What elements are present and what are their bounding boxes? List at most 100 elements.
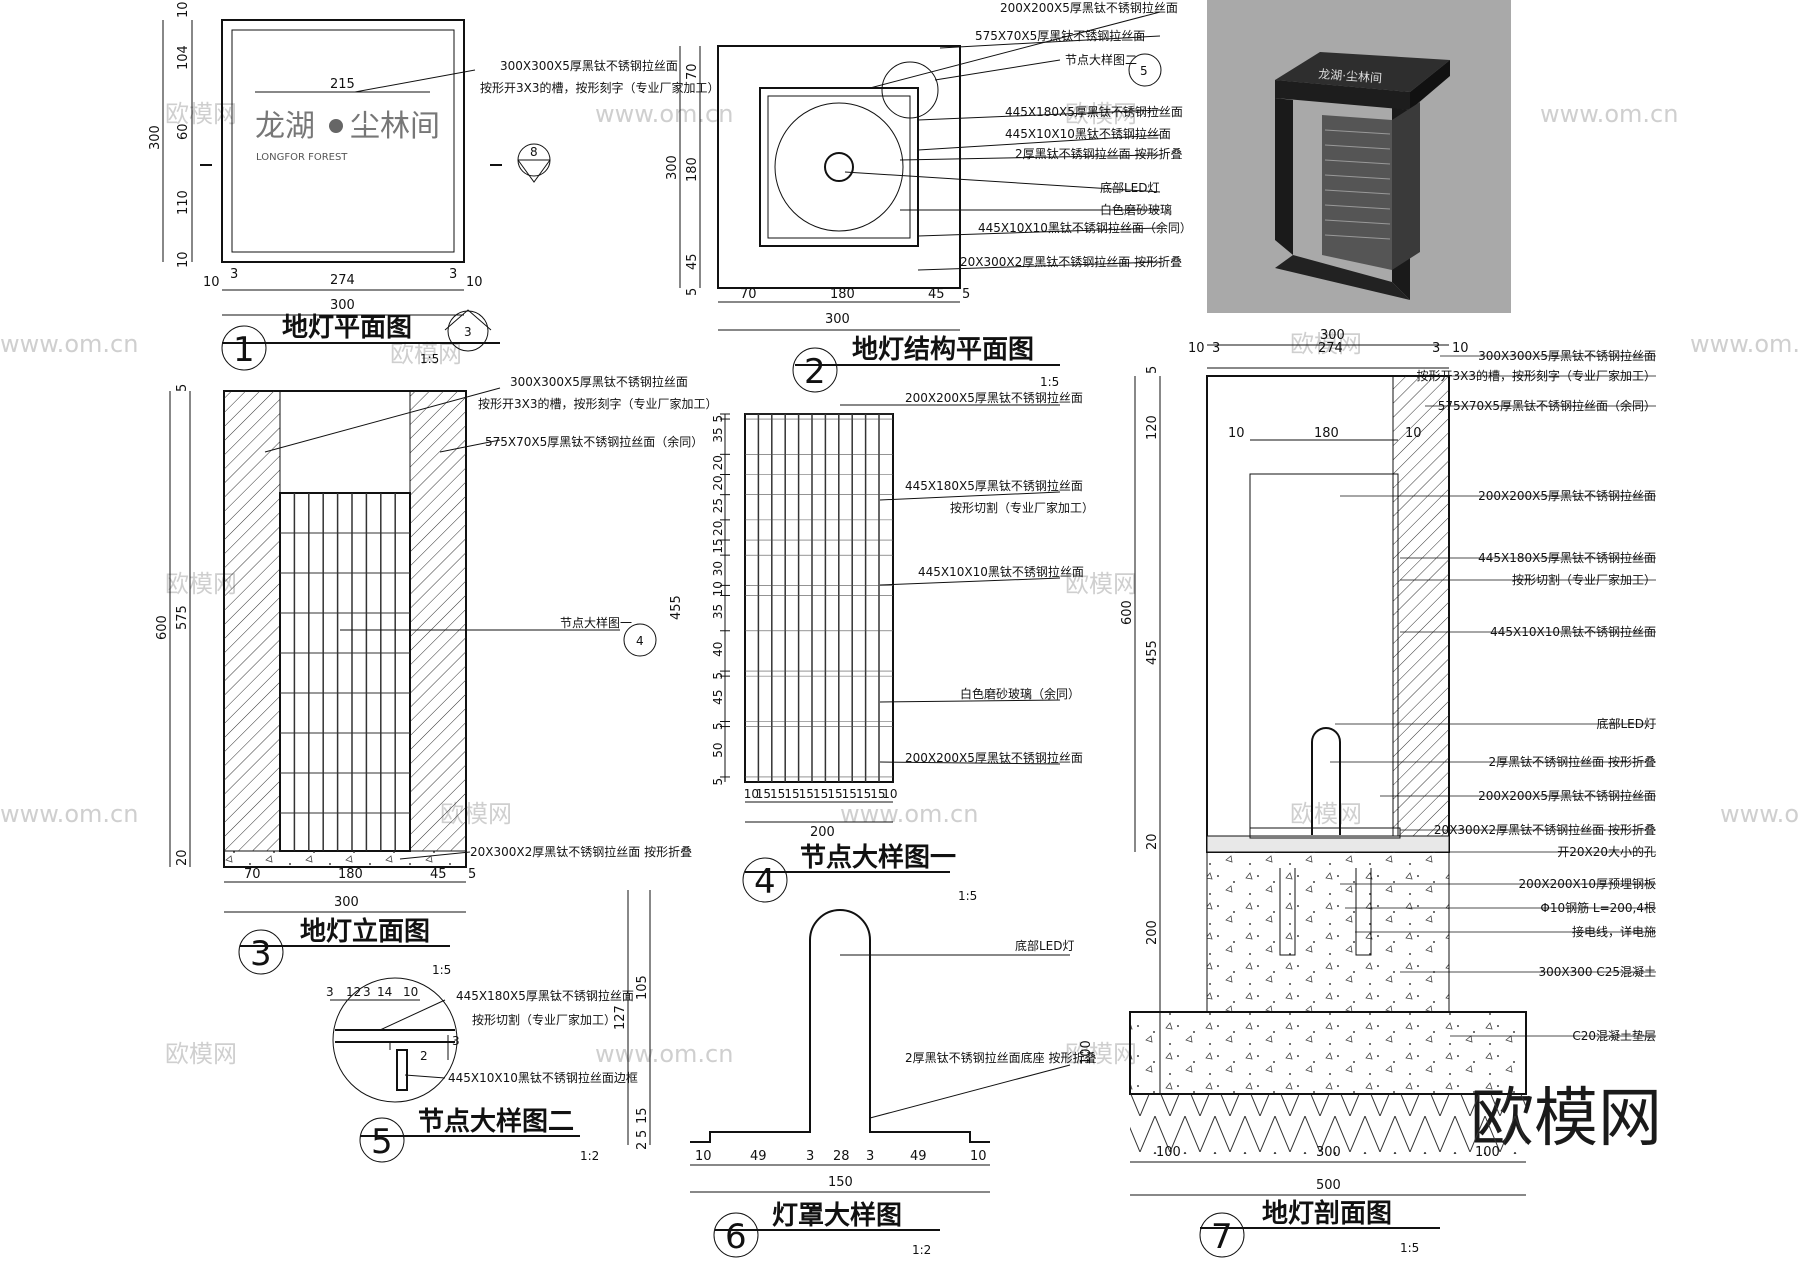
watermark-brand: 欧模网 <box>390 340 462 368</box>
dim-d7-in-2: 180 <box>1314 426 1339 441</box>
dim-d4-h-11: 10 <box>882 787 897 801</box>
dim-d6-h-1: 10 <box>695 1149 712 1164</box>
label-d2-8: 白色磨砂玻璃 <box>1100 202 1172 217</box>
dim-d5-3: 3 <box>363 985 371 999</box>
dim-d6-h-3: 3 <box>806 1149 814 1164</box>
dim-d5-2: 12 <box>346 985 361 999</box>
drawing-title: 地灯平面图 <box>282 313 412 343</box>
label-d4-6: 200X200X5厚黑钛不锈钢拉丝面 <box>905 750 1083 765</box>
drawing-scale: 1:5 <box>420 352 439 366</box>
label-d2-5: 445X10X10黑钛不锈钢拉丝面 <box>1005 126 1171 141</box>
dim-d4-h-5: 15 <box>799 787 814 801</box>
watermark-brand: 欧模网 <box>165 100 237 128</box>
drawing-title: 节点大样图二 <box>418 1106 574 1137</box>
dim-plan-h-5: 10 <box>466 275 483 290</box>
drawing-scale: 1:5 <box>1040 375 1059 389</box>
watermark-brand: 欧模网 <box>1290 330 1362 358</box>
dim-d4-v-13: 45 <box>711 690 725 705</box>
label-d2-6: 2厚黑钛不锈钢拉丝面 按形折叠 <box>1015 146 1182 161</box>
dim-d4-h-4: 15 <box>784 787 799 801</box>
drawing-number-circle <box>221 325 267 371</box>
label-d7-5: 445X180X5厚黑钛不锈钢拉丝面 <box>1478 550 1656 565</box>
dim-d2-v-4: 5 <box>685 288 700 296</box>
label-d3-3: 575X70X5厚黑钛不锈钢拉丝面（余同） <box>485 434 703 449</box>
dim-plan-h-3: 274 <box>330 273 355 288</box>
label-d7-14: Φ10钢筋 L=200,4根 <box>1540 900 1656 915</box>
watermarks: 欧模网 www.om.cn 欧模网 www.om.cn www.om.cn 欧模… <box>0 100 1800 1156</box>
label-d4-4: 445X10X10黑钛不锈钢拉丝面 <box>918 564 1084 579</box>
drawing-number: 7 <box>1211 1217 1233 1257</box>
dim-d2-v-3: 45 <box>685 253 700 270</box>
logo-mark <box>329 119 343 133</box>
dim-d3-v-total: 600 <box>155 615 170 640</box>
label-d5-1: 445X180X5厚黑钛不锈钢拉丝面 <box>456 988 634 1003</box>
dim-d6-h-2: 49 <box>750 1149 767 1164</box>
drawing-title: 节点大样图一 <box>800 842 956 873</box>
dim-d7-top-5: 10 <box>1452 341 1469 356</box>
drawing-4-detail-one: 200X200X5厚黑钛不锈钢拉丝面 445X180X5厚黑钛不锈钢拉丝面 按形… <box>669 390 1094 903</box>
label-d7-15: 接电线，详电施 <box>1572 924 1656 939</box>
label-d7-11: 20X300X2厚黑钛不锈钢拉丝面 按形折叠 <box>1434 822 1656 837</box>
drawing-7-section: 300X300X5厚黑钛不锈钢拉丝面按形开3X3的槽，按形刻字（专业厂家加工）5… <box>1079 328 1657 1258</box>
label-d2-9: 445X10X10黑钛不锈钢拉丝面（余同） <box>978 220 1192 235</box>
dim-d7-top-4: 3 <box>1432 341 1440 356</box>
dim-d7-in-3: 10 <box>1405 426 1422 441</box>
watermark-site: www.om.cn <box>1690 330 1800 358</box>
dim-d4-v-10: 35 <box>711 604 725 619</box>
label-d7-13: 200X200X10厚预埋钢板 <box>1518 877 1656 891</box>
drawing-scale: 1:5 <box>958 889 977 903</box>
watermark-site: www.om.cn <box>0 330 138 358</box>
label-d4-2: 445X180X5厚黑钛不锈钢拉丝面 <box>905 478 1083 493</box>
drawing-scale: 1:2 <box>580 1149 599 1163</box>
label-d7-3: 575X70X5厚黑钛不锈钢拉丝面（余同） <box>1438 398 1656 413</box>
label-d3-1: 300X300X5厚黑钛不锈钢拉丝面 <box>510 374 688 389</box>
drawing-3-elevation: 300X300X5厚黑钛不锈钢拉丝面 按形开3X3的槽，按形刻字（专业厂家加工）… <box>155 374 718 977</box>
label-d3-5: 20X300X2厚黑钛不锈钢拉丝面 按形折叠 <box>470 844 692 859</box>
detail-ref-4: 4 <box>636 634 644 648</box>
watermark-brand: 欧模网 <box>165 1040 237 1068</box>
label-d2-4: 445X180X5厚黑钛不锈钢拉丝面 <box>1005 104 1183 119</box>
drawing-5-detail-two: 3 12 3 14 10 3 2 445X180X5厚黑钛不锈钢拉丝面 按形切割… <box>326 977 638 1163</box>
label-d2-3: 节点大样图二 <box>1065 52 1137 67</box>
label-d5-3: 445X10X10黑钛不锈钢拉丝面边框 <box>448 1070 638 1085</box>
label-d2-1: 200X200X5厚黑钛不锈钢拉丝面 <box>1000 0 1178 15</box>
detail-ref-5: 5 <box>1140 64 1148 78</box>
dim-text-width: 215 <box>330 77 355 92</box>
dim-d2-h-3: 45 <box>928 287 945 302</box>
dim-d3-h-2: 180 <box>338 867 363 882</box>
dim-plan-v-5: 110 <box>176 190 191 215</box>
dim-d4-h-8: 15 <box>842 787 857 801</box>
dim-d6-v-1: 105 <box>635 975 650 1000</box>
dim-d4-h-1: 10 <box>744 787 759 801</box>
label-d7-1: 300X300X5厚黑钛不锈钢拉丝面 <box>1478 348 1656 363</box>
dim-d5-4: 14 <box>377 985 392 999</box>
dim-d7-top-3: 274 <box>1318 341 1343 356</box>
drawing-title: 地灯结构平面图 <box>852 335 1034 365</box>
dim-d4-v-total: 455 <box>669 595 684 620</box>
dim-d6-h-5: 3 <box>866 1149 874 1164</box>
dim-plan-h-2: 3 <box>230 267 238 282</box>
watermark-site: www.om.cn <box>595 1040 733 1068</box>
dim-d3-v-3: 20 <box>175 849 190 866</box>
label-d7-12: 开20X20大小的孔 <box>1557 844 1656 859</box>
dim-d4-h-6: 15 <box>813 787 828 801</box>
label-d7-6: 按形切割（专业厂家加工） <box>1512 572 1656 587</box>
drawing-title: 地灯剖面图 <box>1262 1198 1392 1229</box>
dim-d4-h-9: 15 <box>856 787 871 801</box>
watermark-site: www.om.cn <box>1540 100 1678 128</box>
sign-chinese: 龙湖 <box>255 109 315 144</box>
drawing-title: 地灯立面图 <box>300 916 430 947</box>
dim-d6-h-6: 49 <box>910 1149 927 1164</box>
elevation-ref: 3 <box>464 325 472 339</box>
label-d7-16: 300X300 C25混凝土 <box>1539 964 1657 979</box>
dim-d3-h-total: 300 <box>334 895 359 910</box>
dim-d7-v-3: 455 <box>1145 640 1160 665</box>
drawing-number: 1 <box>233 330 255 370</box>
dim-d4-v-15: 50 <box>711 742 725 757</box>
dim-d7-top-total: 300 <box>1320 328 1345 343</box>
drawing-scale: 1:5 <box>1400 1241 1419 1255</box>
dim-d7-bot-total: 500 <box>1316 1178 1341 1193</box>
label-d7-9: 2厚黑钛不锈钢拉丝面 按形折叠 <box>1489 754 1656 769</box>
label-d4-5: 白色磨砂玻璃（余同） <box>960 686 1080 701</box>
dim-d2-v-2: 180 <box>685 157 700 182</box>
